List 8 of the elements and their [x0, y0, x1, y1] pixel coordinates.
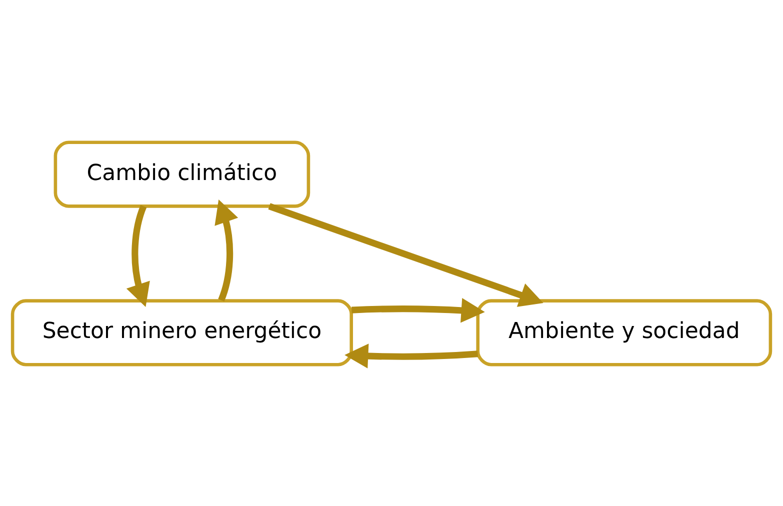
arrow: [126, 204, 150, 306]
arrow: [352, 298, 485, 322]
node-box: Ambiente y sociedad: [476, 298, 772, 366]
arrow: [344, 343, 478, 368]
arrow: [214, 199, 238, 301]
node-box: Sector minero energético: [10, 298, 353, 366]
node-box: Cambio climático: [54, 140, 310, 208]
arrow: [268, 202, 544, 306]
